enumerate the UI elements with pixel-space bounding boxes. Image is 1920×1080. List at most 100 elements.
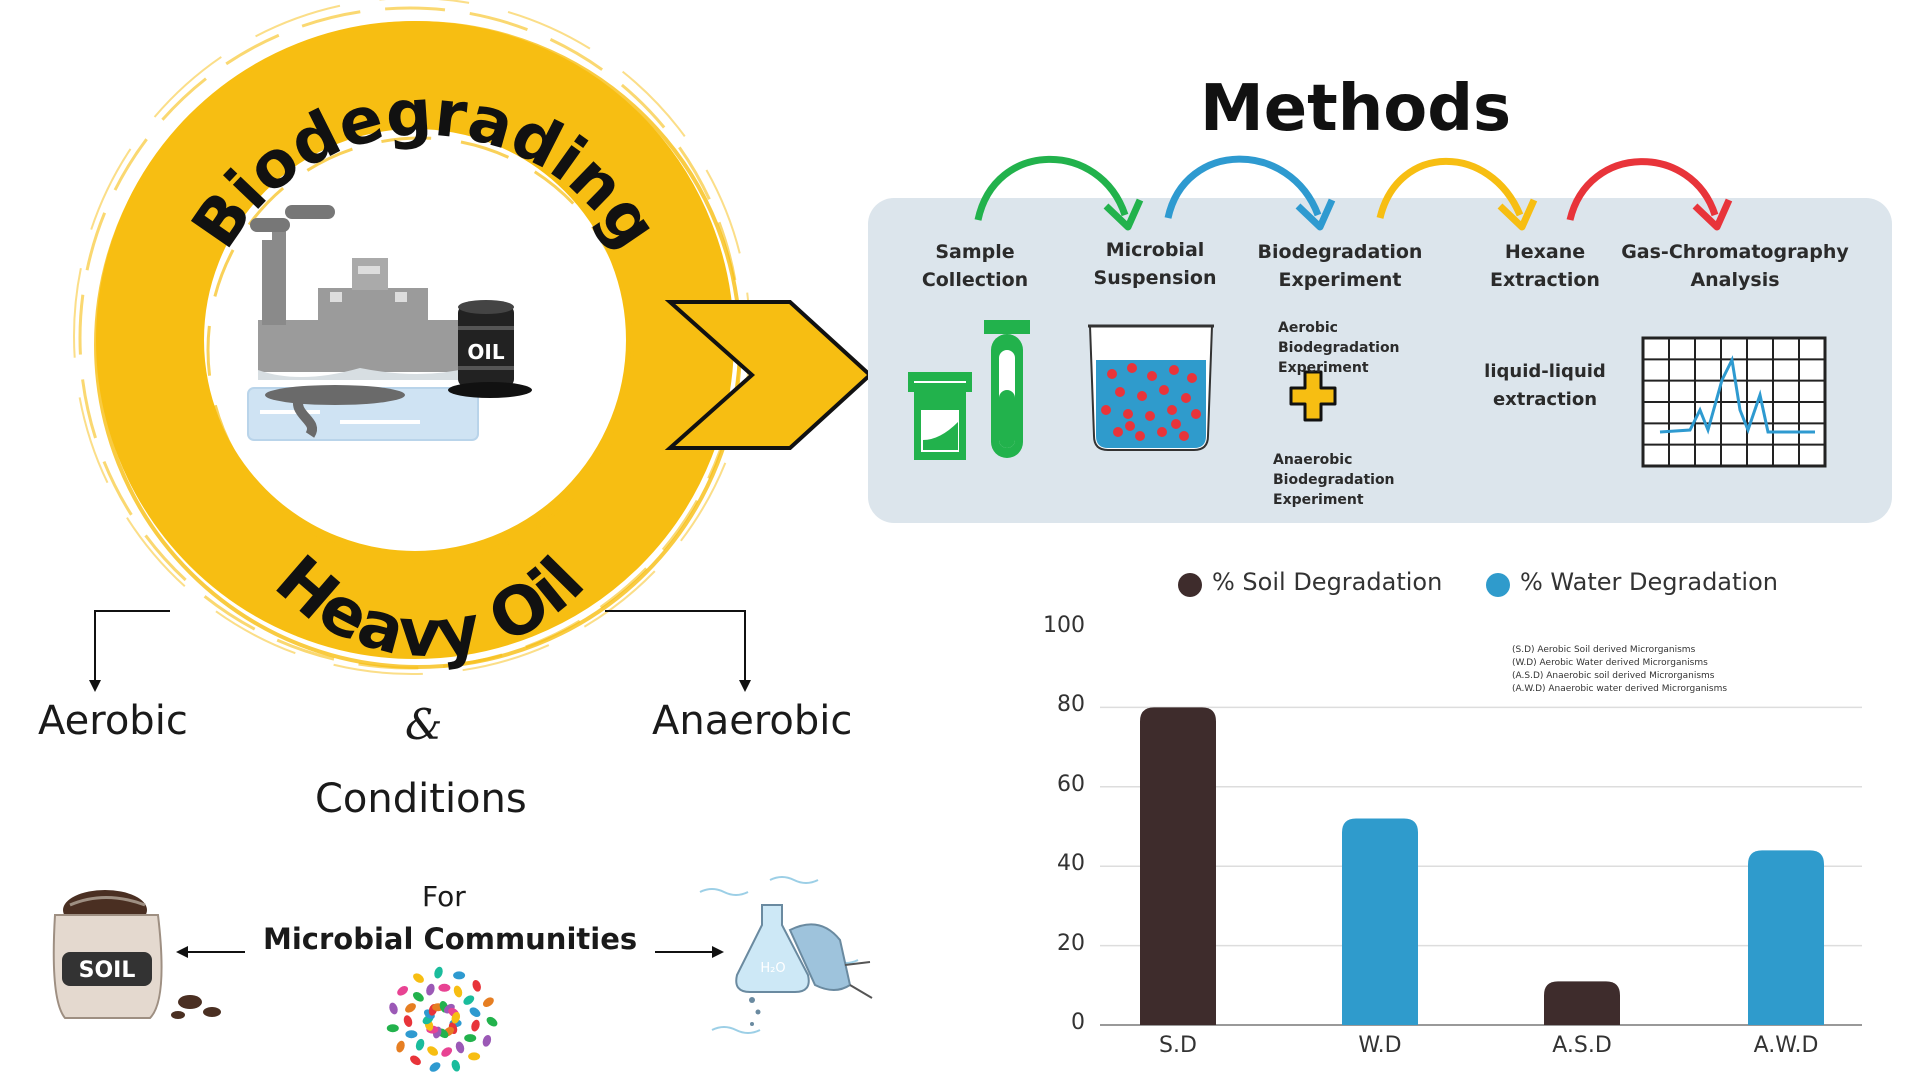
flow-chevron-arrow: [664, 300, 873, 450]
microbe-shape: [471, 1019, 480, 1032]
sample-container-icon: [908, 372, 972, 460]
microbe-dot: [1181, 393, 1191, 403]
microbe-dot: [1169, 365, 1179, 375]
y-tick-label: 100: [1043, 613, 1085, 638]
microbe-shape: [405, 1030, 418, 1039]
microbe-shape: [453, 971, 466, 980]
step-arrow-yellow: [1376, 157, 1538, 231]
microbe-shape: [427, 1046, 438, 1056]
aerobic-label: Aerobic: [38, 698, 188, 744]
microbe-dot: [1191, 409, 1201, 419]
microbe-dot: [1157, 427, 1167, 437]
microbe-shape: [438, 983, 451, 992]
microbe-dot: [1159, 385, 1169, 395]
microbe-dot: [1115, 387, 1125, 397]
microbe-shape: [482, 1034, 492, 1047]
microbe-shape: [415, 1038, 425, 1051]
plus-icon: [1289, 370, 1337, 422]
test-tube-icon: [984, 320, 1030, 458]
microbe-dot: [1147, 371, 1157, 381]
microbe-dot: [1123, 409, 1133, 419]
oil-barrel-icon: OIL: [448, 300, 532, 398]
for-label: For: [422, 880, 466, 913]
soil-bag-icon: SOIL: [52, 890, 221, 1019]
microbe-shape: [397, 986, 408, 996]
microbe-shape: [403, 1015, 413, 1027]
microbe-shape: [468, 1052, 481, 1061]
microbe-dot: [1137, 391, 1147, 401]
microbial-communities-label: Microbial Communities: [263, 922, 638, 956]
beaker-microbe-dots: [1101, 363, 1201, 441]
anaerobic-label: Anaerobic: [652, 698, 853, 744]
chromatogram-icon: [1641, 336, 1827, 468]
microbe-shape: [434, 966, 443, 979]
svg-text:SOIL: SOIL: [79, 958, 136, 983]
microbe-shape: [389, 1002, 398, 1015]
microbe-shape: [441, 1047, 453, 1057]
microbe-shape: [413, 973, 424, 983]
microbe-shape: [464, 1034, 477, 1043]
degradation-bar-chart: [1100, 706, 1862, 1026]
y-tick-label: 40: [1057, 851, 1085, 877]
y-tick-label: 80: [1057, 692, 1085, 718]
microbe-shape: [451, 1011, 461, 1024]
microbe-dot: [1167, 405, 1177, 415]
methods-title: Methods: [1200, 72, 1512, 146]
legend-soil-label: % Soil Degradation: [1212, 568, 1443, 596]
step-arrow-blue: [1164, 155, 1336, 231]
microbe-shape: [483, 997, 494, 1007]
x-tick-label: S.D: [1159, 1033, 1197, 1058]
microbe-shape: [386, 1024, 399, 1033]
svg-text:OIL: OIL: [467, 340, 504, 364]
microbe-shape: [453, 985, 463, 998]
microbe-dot: [1187, 373, 1197, 383]
beaker-suspension-icon: [1088, 324, 1214, 451]
bar-water-awd: [1748, 850, 1824, 1025]
ampersand-label: &: [405, 700, 443, 749]
chromatogram-peaks: [1659, 355, 1815, 435]
microbe-dot: [1135, 431, 1145, 441]
microbe-shape: [472, 979, 481, 992]
conditions-label: Conditions: [315, 776, 527, 822]
x-tick-label: A.W.D: [1753, 1033, 1819, 1058]
bar-soil-sd: [1140, 707, 1216, 1025]
bar-soil-asd: [1544, 981, 1620, 1025]
chart-abbreviation-notes: (S.D) Aerobic Soil derived Microrganisms…: [1512, 645, 1728, 694]
y-tick-label: 60: [1057, 771, 1085, 797]
legend-water-label: % Water Degradation: [1520, 568, 1778, 596]
step-arrow-red: [1566, 158, 1733, 231]
microbe-shape: [413, 992, 424, 1002]
microbe-shape: [455, 1041, 465, 1054]
microbe-dot: [1101, 405, 1111, 415]
y-tick-label: 20: [1057, 930, 1085, 956]
microbe-dot: [1179, 431, 1189, 441]
microbe-dot: [1145, 411, 1155, 421]
microbe-shape: [405, 1003, 416, 1013]
step-arrow-green: [974, 155, 1144, 231]
legend-water-dot: [1486, 573, 1510, 597]
anaerobic-connector: [605, 610, 751, 692]
water-flask-icon: H₂O: [699, 876, 873, 1034]
legend-soil-dot: [1178, 573, 1202, 597]
yellow-ring: [73, 0, 751, 675]
microbe-shape: [429, 1062, 441, 1072]
svg-text:H₂O: H₂O: [760, 961, 785, 976]
x-tick-label: A.S.D: [1552, 1033, 1612, 1058]
microbe-shape: [486, 1016, 498, 1027]
oil-refinery-illustration: [247, 205, 479, 441]
microbe-dot: [1127, 363, 1137, 373]
microbe-shape: [396, 1040, 405, 1053]
microbe-shape: [410, 1055, 421, 1066]
microbe-dot: [1171, 419, 1181, 429]
microbe-shape: [451, 1059, 461, 1072]
arrow-to-soil: [176, 946, 245, 958]
microbe-shape: [463, 995, 475, 1005]
arrow-to-water: [655, 946, 724, 958]
